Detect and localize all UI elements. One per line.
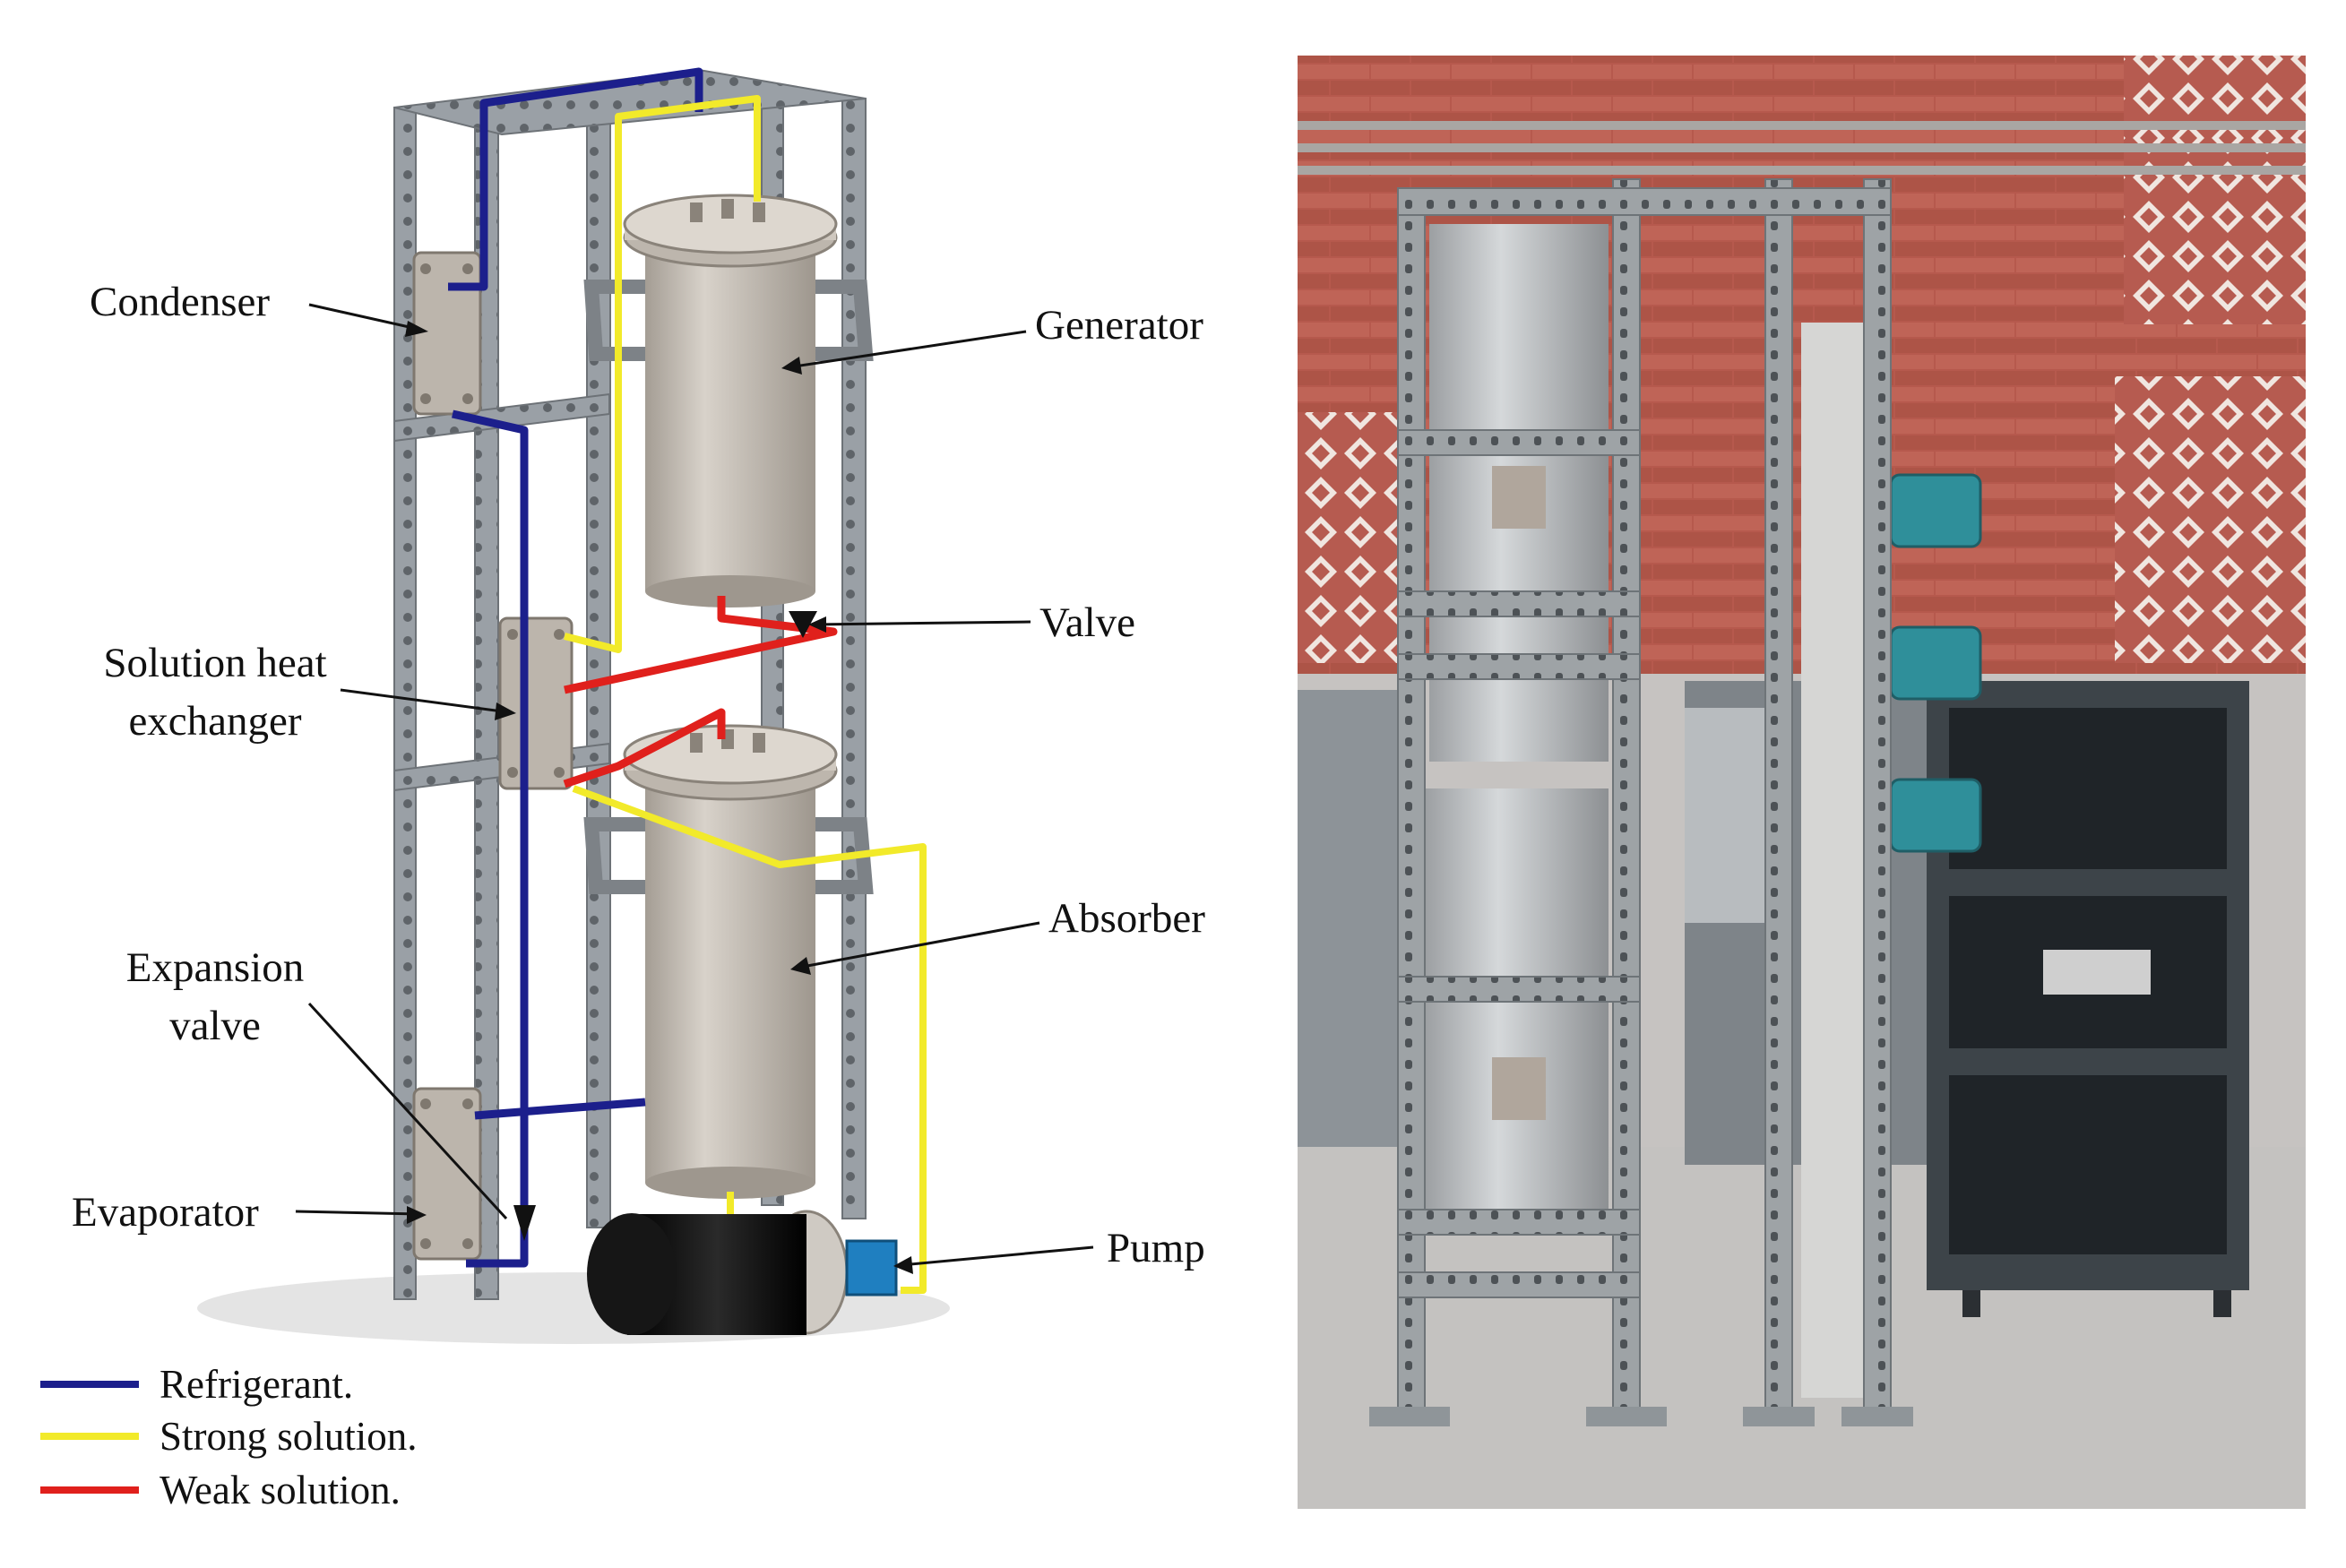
label-condenser: Condenser (90, 279, 270, 325)
label-expansion-valve-line2: valve (169, 1003, 261, 1049)
leader-lines (295, 303, 1094, 1267)
condenser-unit (412, 251, 482, 416)
label-solution-heat-exchanger-line1: Solution heat (103, 640, 326, 686)
label-expansion-valve-line1: Expansion (126, 944, 304, 991)
weak-solution-piping (563, 596, 838, 788)
photo-steel-frame (1397, 178, 1892, 1426)
generator-vessel (623, 194, 838, 607)
absorber-vessel (623, 724, 838, 1199)
leader-arrowheads (405, 321, 913, 1274)
prototype-photo (1298, 56, 2306, 1509)
label-valve: Valve (1039, 599, 1135, 646)
expansion-valve-arrow (513, 1205, 536, 1241)
legend: Refrigerant. Strong solution. Weak solut… (40, 1362, 418, 1512)
legend-label-refrigerant: Refrigerant. (160, 1362, 353, 1407)
teal-pumps (1889, 473, 1982, 853)
label-generator: Generator (1035, 302, 1203, 349)
refrigerant-piping (448, 67, 703, 1268)
label-evaporator: Evaporator (72, 1189, 259, 1236)
label-pump: Pump (1107, 1225, 1205, 1271)
pump-unit (587, 1210, 898, 1335)
lattice-block-left (1298, 412, 1405, 663)
evaporator-unit (412, 1087, 482, 1261)
legend-label-strong-solution: Strong solution. (160, 1414, 418, 1459)
solution-heat-exchanger-unit (498, 616, 574, 790)
lattice-block-right (2115, 376, 2306, 663)
legend-label-weak-solution: Weak solution. (160, 1468, 401, 1512)
instrument-rack (1927, 681, 2249, 1317)
valve-symbol (789, 611, 817, 638)
label-absorber: Absorber (1048, 895, 1205, 942)
cad-diagram: Condenser Generator Valve Solution heat … (40, 67, 1205, 1512)
label-solution-heat-exchanger-line2: exchanger (128, 698, 301, 745)
